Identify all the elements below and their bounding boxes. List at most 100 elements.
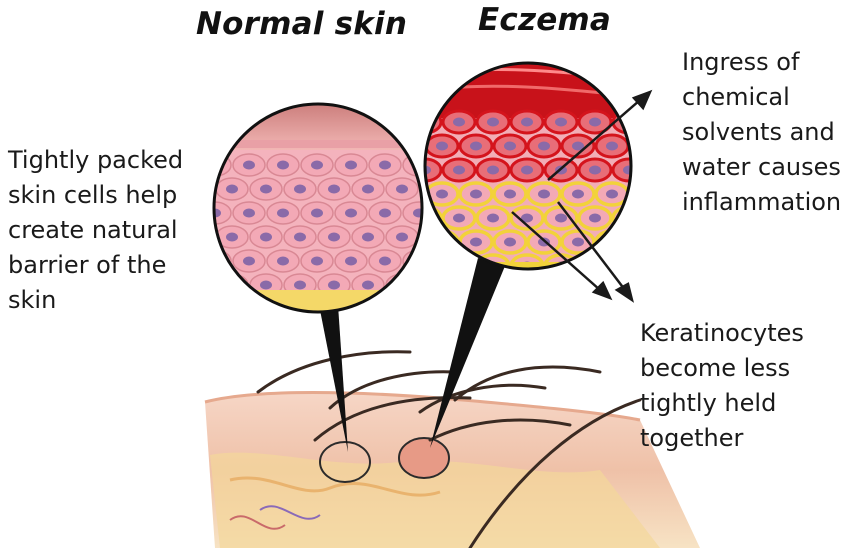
cell-nucleus — [504, 142, 516, 151]
skin-cell — [409, 255, 441, 277]
skin-cell — [182, 178, 214, 200]
caption-line: water causes — [682, 150, 841, 185]
cell-nucleus — [487, 214, 499, 223]
heading-normal-skin: Normal skin — [196, 6, 407, 42]
cell-nucleus — [294, 233, 306, 242]
caption-ingress: Ingress of chemical solvents and water c… — [682, 45, 841, 220]
cell-nucleus — [555, 214, 567, 223]
cell-nucleus — [311, 209, 323, 218]
cell-nucleus — [311, 257, 323, 266]
cell-nucleus — [192, 233, 204, 242]
skin-cell — [613, 255, 645, 277]
eczema-skin-magnified — [375, 58, 662, 282]
caption-line: skin — [8, 283, 183, 318]
cell-nucleus — [453, 262, 465, 271]
cell-nucleus — [521, 118, 533, 127]
cell-nucleus — [362, 281, 374, 290]
cell-nucleus — [243, 161, 255, 170]
caption-keratinocytes: Keratinocytes become less tightly held t… — [640, 316, 804, 456]
cell-nucleus — [623, 166, 635, 175]
cell-nucleus — [538, 142, 550, 151]
cell-nucleus — [260, 233, 272, 242]
caption-line: Ingress of — [682, 45, 841, 80]
skin-cell — [630, 231, 662, 253]
cell-nucleus — [328, 185, 340, 194]
cell-nucleus — [328, 281, 340, 290]
cell-nucleus — [589, 214, 601, 223]
cell-nucleus — [453, 214, 465, 223]
cell-nucleus — [623, 262, 635, 271]
caption-line: Tightly packed — [8, 143, 183, 178]
cell-nucleus — [589, 118, 601, 127]
cell-nucleus — [606, 238, 618, 247]
caption-line: become less — [640, 351, 804, 386]
cell-nucleus — [640, 238, 652, 247]
heading-eczema: Eczema — [478, 2, 611, 38]
cell-nucleus — [470, 142, 482, 151]
cell-nucleus — [362, 233, 374, 242]
cell-nucleus — [226, 233, 238, 242]
cell-nucleus — [379, 209, 391, 218]
cell-nucleus — [470, 238, 482, 247]
cell-nucleus — [277, 257, 289, 266]
caption-line: chemical — [682, 80, 841, 115]
cell-nucleus — [436, 190, 448, 199]
skin-cell — [182, 274, 214, 296]
cell-nucleus — [260, 185, 272, 194]
cell-nucleus — [277, 161, 289, 170]
cell-nucleus — [606, 190, 618, 199]
caption-line: barrier of the — [8, 248, 183, 283]
cell-nucleus — [470, 190, 482, 199]
skin-cell — [596, 231, 628, 253]
cell-nucleus — [345, 257, 357, 266]
cell-nucleus — [572, 238, 584, 247]
cell-nucleus — [504, 190, 516, 199]
cell-nucleus — [209, 257, 221, 266]
caption-line: Keratinocytes — [640, 316, 804, 351]
skin-cell — [630, 135, 662, 157]
caption-line: create natural — [8, 213, 183, 248]
cell-nucleus — [453, 166, 465, 175]
skin-cell — [630, 183, 662, 205]
cell-nucleus — [328, 233, 340, 242]
cell-nucleus — [521, 166, 533, 175]
cell-nucleus — [226, 185, 238, 194]
skin-cell — [420, 274, 452, 296]
cell-nucleus — [192, 281, 204, 290]
skin-cross-section — [205, 393, 700, 548]
cell-nucleus — [606, 142, 618, 151]
cell-nucleus — [640, 190, 652, 199]
cell-nucleus — [538, 190, 550, 199]
cell-nucleus — [572, 190, 584, 199]
caption-normal-barrier: Tightly packed skin cells help create na… — [8, 143, 183, 318]
cell-nucleus — [192, 185, 204, 194]
cell-nucleus — [413, 257, 425, 266]
cell-nucleus — [430, 233, 442, 242]
cell-nucleus — [419, 118, 431, 127]
cell-nucleus — [623, 118, 635, 127]
cell-nucleus — [555, 118, 567, 127]
cell-nucleus — [436, 142, 448, 151]
skin-cell — [443, 255, 475, 277]
cell-nucleus — [640, 142, 652, 151]
cell-nucleus — [209, 161, 221, 170]
skin-cell — [182, 226, 214, 248]
cell-nucleus — [385, 118, 397, 127]
cell-nucleus — [345, 161, 357, 170]
caption-line: solvents and — [682, 115, 841, 150]
cell-nucleus — [243, 209, 255, 218]
cell-nucleus — [396, 281, 408, 290]
caption-line: tightly held — [640, 386, 804, 421]
cell-nucleus — [294, 281, 306, 290]
skin-cell — [426, 231, 458, 253]
cell-nucleus — [453, 118, 465, 127]
normal-skin-magnified — [165, 100, 452, 320]
cell-nucleus — [311, 161, 323, 170]
cell-nucleus — [396, 185, 408, 194]
cell-nucleus — [487, 118, 499, 127]
cell-nucleus — [396, 233, 408, 242]
cell-nucleus — [277, 209, 289, 218]
cell-nucleus — [260, 281, 272, 290]
cell-nucleus — [226, 281, 238, 290]
